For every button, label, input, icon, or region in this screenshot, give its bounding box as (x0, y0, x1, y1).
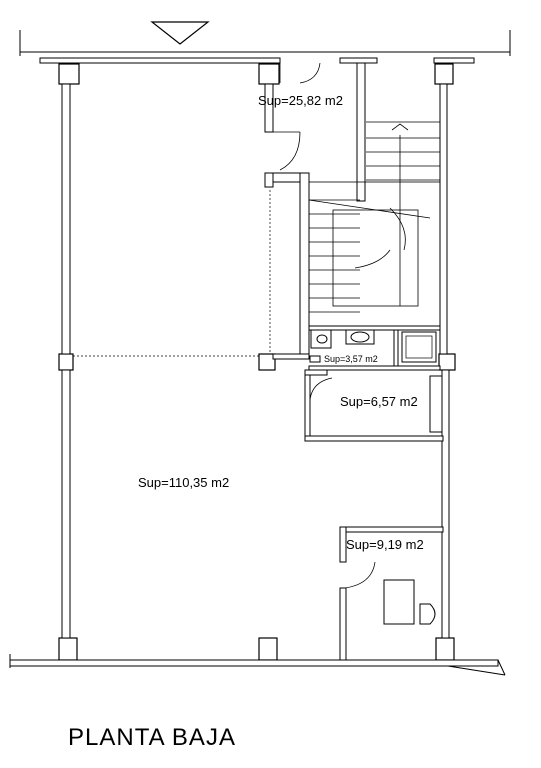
area-label-office: Sup=9,19 m2 (346, 537, 424, 552)
door-swings (273, 62, 406, 589)
column (258, 353, 276, 371)
column (438, 353, 456, 371)
area-label-bathroom: Sup=6,57 m2 (340, 394, 418, 409)
column (58, 353, 74, 371)
column (258, 63, 280, 85)
area-label-stair-hall: Sup=25,82 m2 (258, 93, 343, 108)
staircase (308, 121, 441, 328)
top-facade-wall (39, 57, 475, 64)
bathroom-walls (304, 369, 444, 442)
column (435, 637, 455, 661)
column (258, 637, 278, 661)
plan-title: PLANTA BAJA (68, 724, 236, 751)
bottom-facade-wall (9, 654, 506, 676)
stair-core-walls (264, 62, 366, 360)
column (434, 63, 454, 85)
property-boundary-top (19, 30, 511, 56)
dashed-openings (73, 190, 271, 357)
column (58, 637, 78, 661)
column (58, 63, 80, 85)
area-label-main-hall: Sup=110,35 m2 (138, 475, 229, 490)
area-label-wc: Sup=3,57 m2 (324, 354, 378, 364)
wet-rooms (308, 325, 443, 433)
columns (58, 63, 456, 661)
orientation-arrow-icon (150, 21, 210, 45)
left-wall (61, 83, 71, 639)
